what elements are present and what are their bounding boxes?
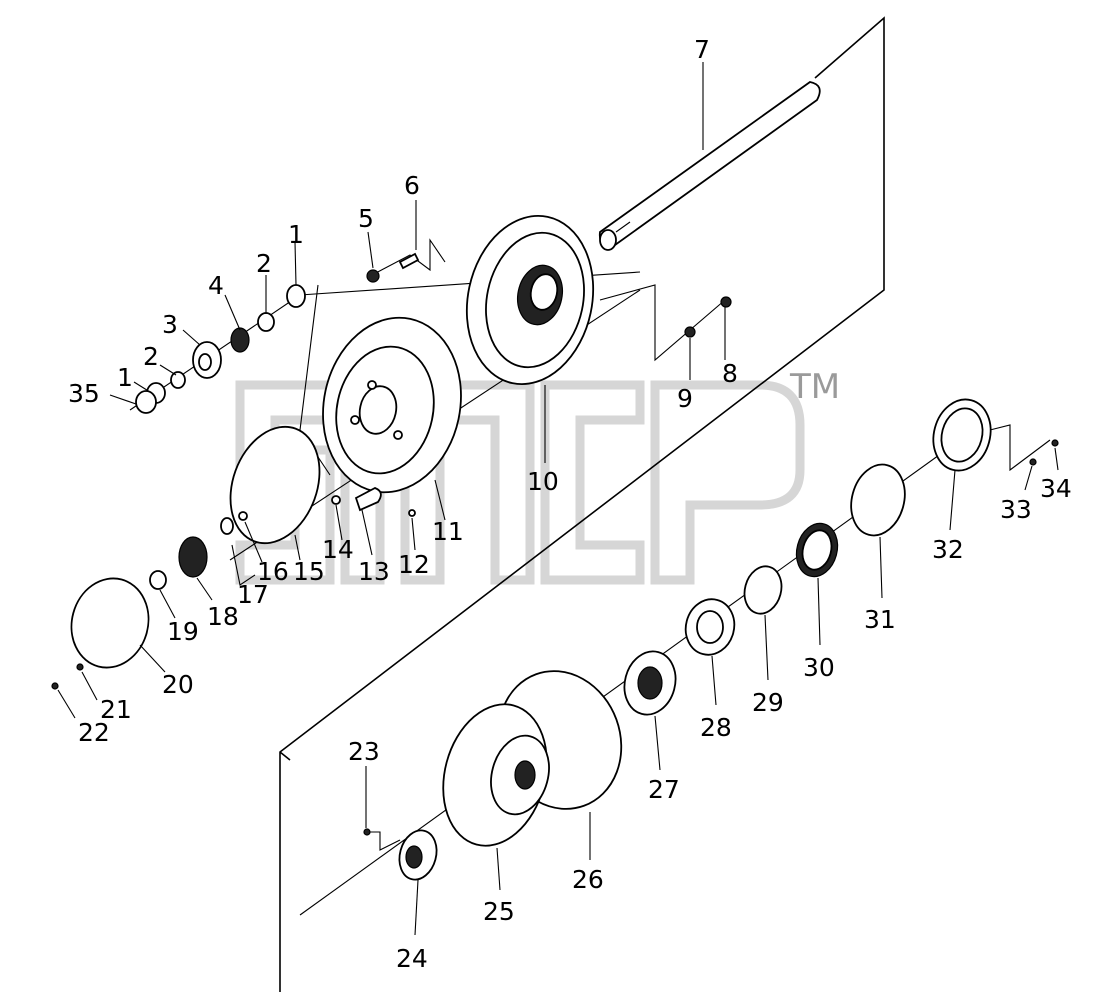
label-7: 7 <box>694 35 710 64</box>
label-28: 28 <box>700 713 732 742</box>
label-8: 8 <box>722 359 738 388</box>
zigzag-5-6 <box>371 238 446 276</box>
label-34: 34 <box>1040 474 1072 503</box>
label-17: 17 <box>237 580 269 609</box>
label-29: 29 <box>752 688 784 717</box>
zigzag-8-9 <box>599 284 726 362</box>
label-4: 4 <box>208 271 224 300</box>
label-5: 5 <box>358 204 374 233</box>
label-1-upper: 1 <box>288 220 304 249</box>
label-11: 11 <box>432 517 464 546</box>
label-31: 31 <box>864 605 896 634</box>
label-22: 22 <box>78 718 110 747</box>
label-27: 27 <box>648 775 680 804</box>
housing-part-10 <box>465 214 595 386</box>
assembly-outline <box>279 16 885 992</box>
cover-part-11 <box>322 316 462 494</box>
label-19: 19 <box>167 617 199 646</box>
label-13: 13 <box>358 557 390 586</box>
small-parts-upper <box>135 252 732 414</box>
part-number-labels: 1 1 2 2 3 4 5 6 7 8 9 10 11 12 13 14 15 … <box>68 35 1072 973</box>
label-10: 10 <box>527 467 559 496</box>
small-parts-lower-left <box>51 425 416 690</box>
label-18: 18 <box>207 602 239 631</box>
label-6: 6 <box>404 171 420 200</box>
shaft-part-7 <box>598 81 821 251</box>
label-14: 14 <box>322 535 354 564</box>
lower-assembly-parts <box>363 398 1059 881</box>
label-3: 3 <box>162 310 178 339</box>
label-12: 12 <box>398 550 430 579</box>
label-21: 21 <box>100 695 132 724</box>
leader-lines <box>57 62 1059 936</box>
label-20: 20 <box>162 670 194 699</box>
label-24: 24 <box>396 944 428 973</box>
label-1-lower: 1 <box>117 363 133 392</box>
label-2-upper: 2 <box>256 249 272 278</box>
label-16: 16 <box>257 557 289 586</box>
label-25: 25 <box>483 897 515 926</box>
label-33: 33 <box>1000 495 1032 524</box>
label-26: 26 <box>572 865 604 894</box>
label-15: 15 <box>293 557 325 586</box>
label-35: 35 <box>68 379 100 408</box>
label-9: 9 <box>677 384 693 413</box>
label-30: 30 <box>803 653 835 682</box>
label-32: 32 <box>932 535 964 564</box>
zigzag-23-24 <box>366 831 401 851</box>
label-2-lower: 2 <box>143 342 159 371</box>
zigzag-32-34 <box>989 424 1051 472</box>
label-23: 23 <box>348 737 380 766</box>
zigzag-16-17 <box>231 544 256 586</box>
watermark-tm: TM <box>789 367 840 407</box>
